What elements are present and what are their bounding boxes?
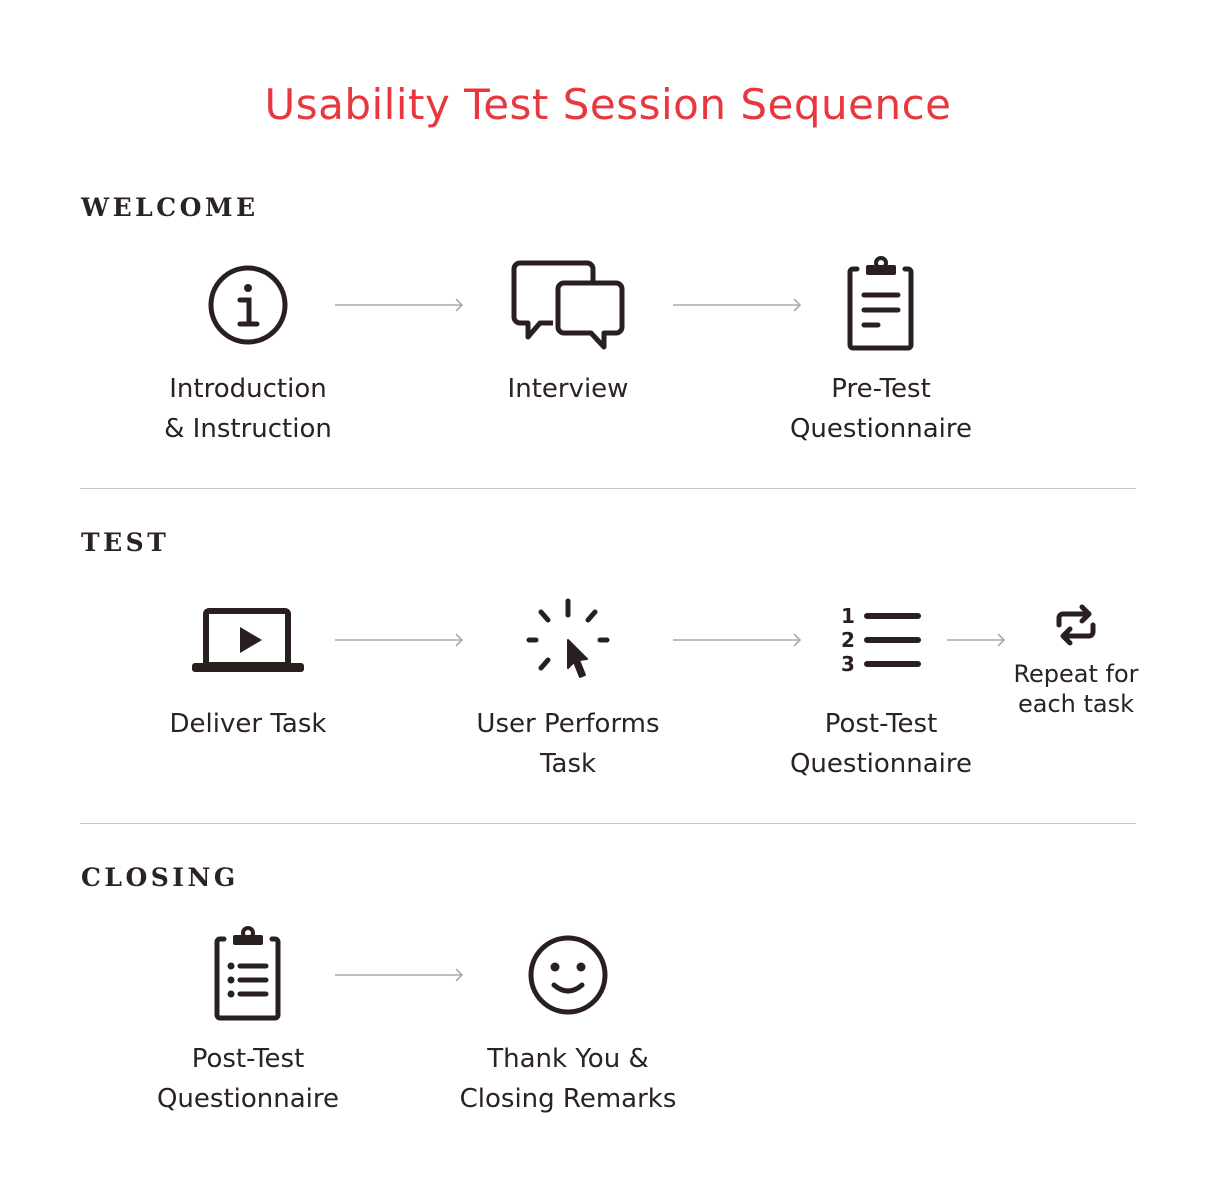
section-test-heading: TEST xyxy=(81,528,170,557)
arrow-right xyxy=(673,298,803,312)
step-label: Interview xyxy=(507,374,629,404)
laptop-play-icon xyxy=(188,580,308,700)
arrow-right xyxy=(673,633,803,647)
section-welcome-heading: WELCOME xyxy=(81,193,259,222)
arrow-right xyxy=(947,633,1007,647)
arrow-right xyxy=(335,968,465,982)
repeat-icon xyxy=(1051,600,1101,650)
step-label: Deliver Task xyxy=(169,709,327,739)
svg-text:2: 2 xyxy=(841,628,855,652)
chat-bubbles-icon xyxy=(508,245,628,365)
arrow-right xyxy=(335,633,465,647)
svg-text:3: 3 xyxy=(841,652,855,676)
cursor-click-icon xyxy=(508,580,628,700)
section-closing-heading: CLOSING xyxy=(81,863,239,892)
step-label: Introduction& Instruction xyxy=(164,374,332,444)
section-divider xyxy=(80,488,1136,489)
diagram-title: Usability Test Session Sequence xyxy=(264,80,952,129)
clipboard-list-icon xyxy=(188,915,308,1035)
arrow-right xyxy=(335,298,465,312)
clipboard-icon xyxy=(821,245,941,365)
svg-text:1: 1 xyxy=(841,604,855,628)
section-divider xyxy=(80,823,1136,824)
smiley-icon xyxy=(508,915,628,1035)
info-icon xyxy=(188,245,308,365)
step-label: Thank You &Closing Remarks xyxy=(459,1044,677,1114)
